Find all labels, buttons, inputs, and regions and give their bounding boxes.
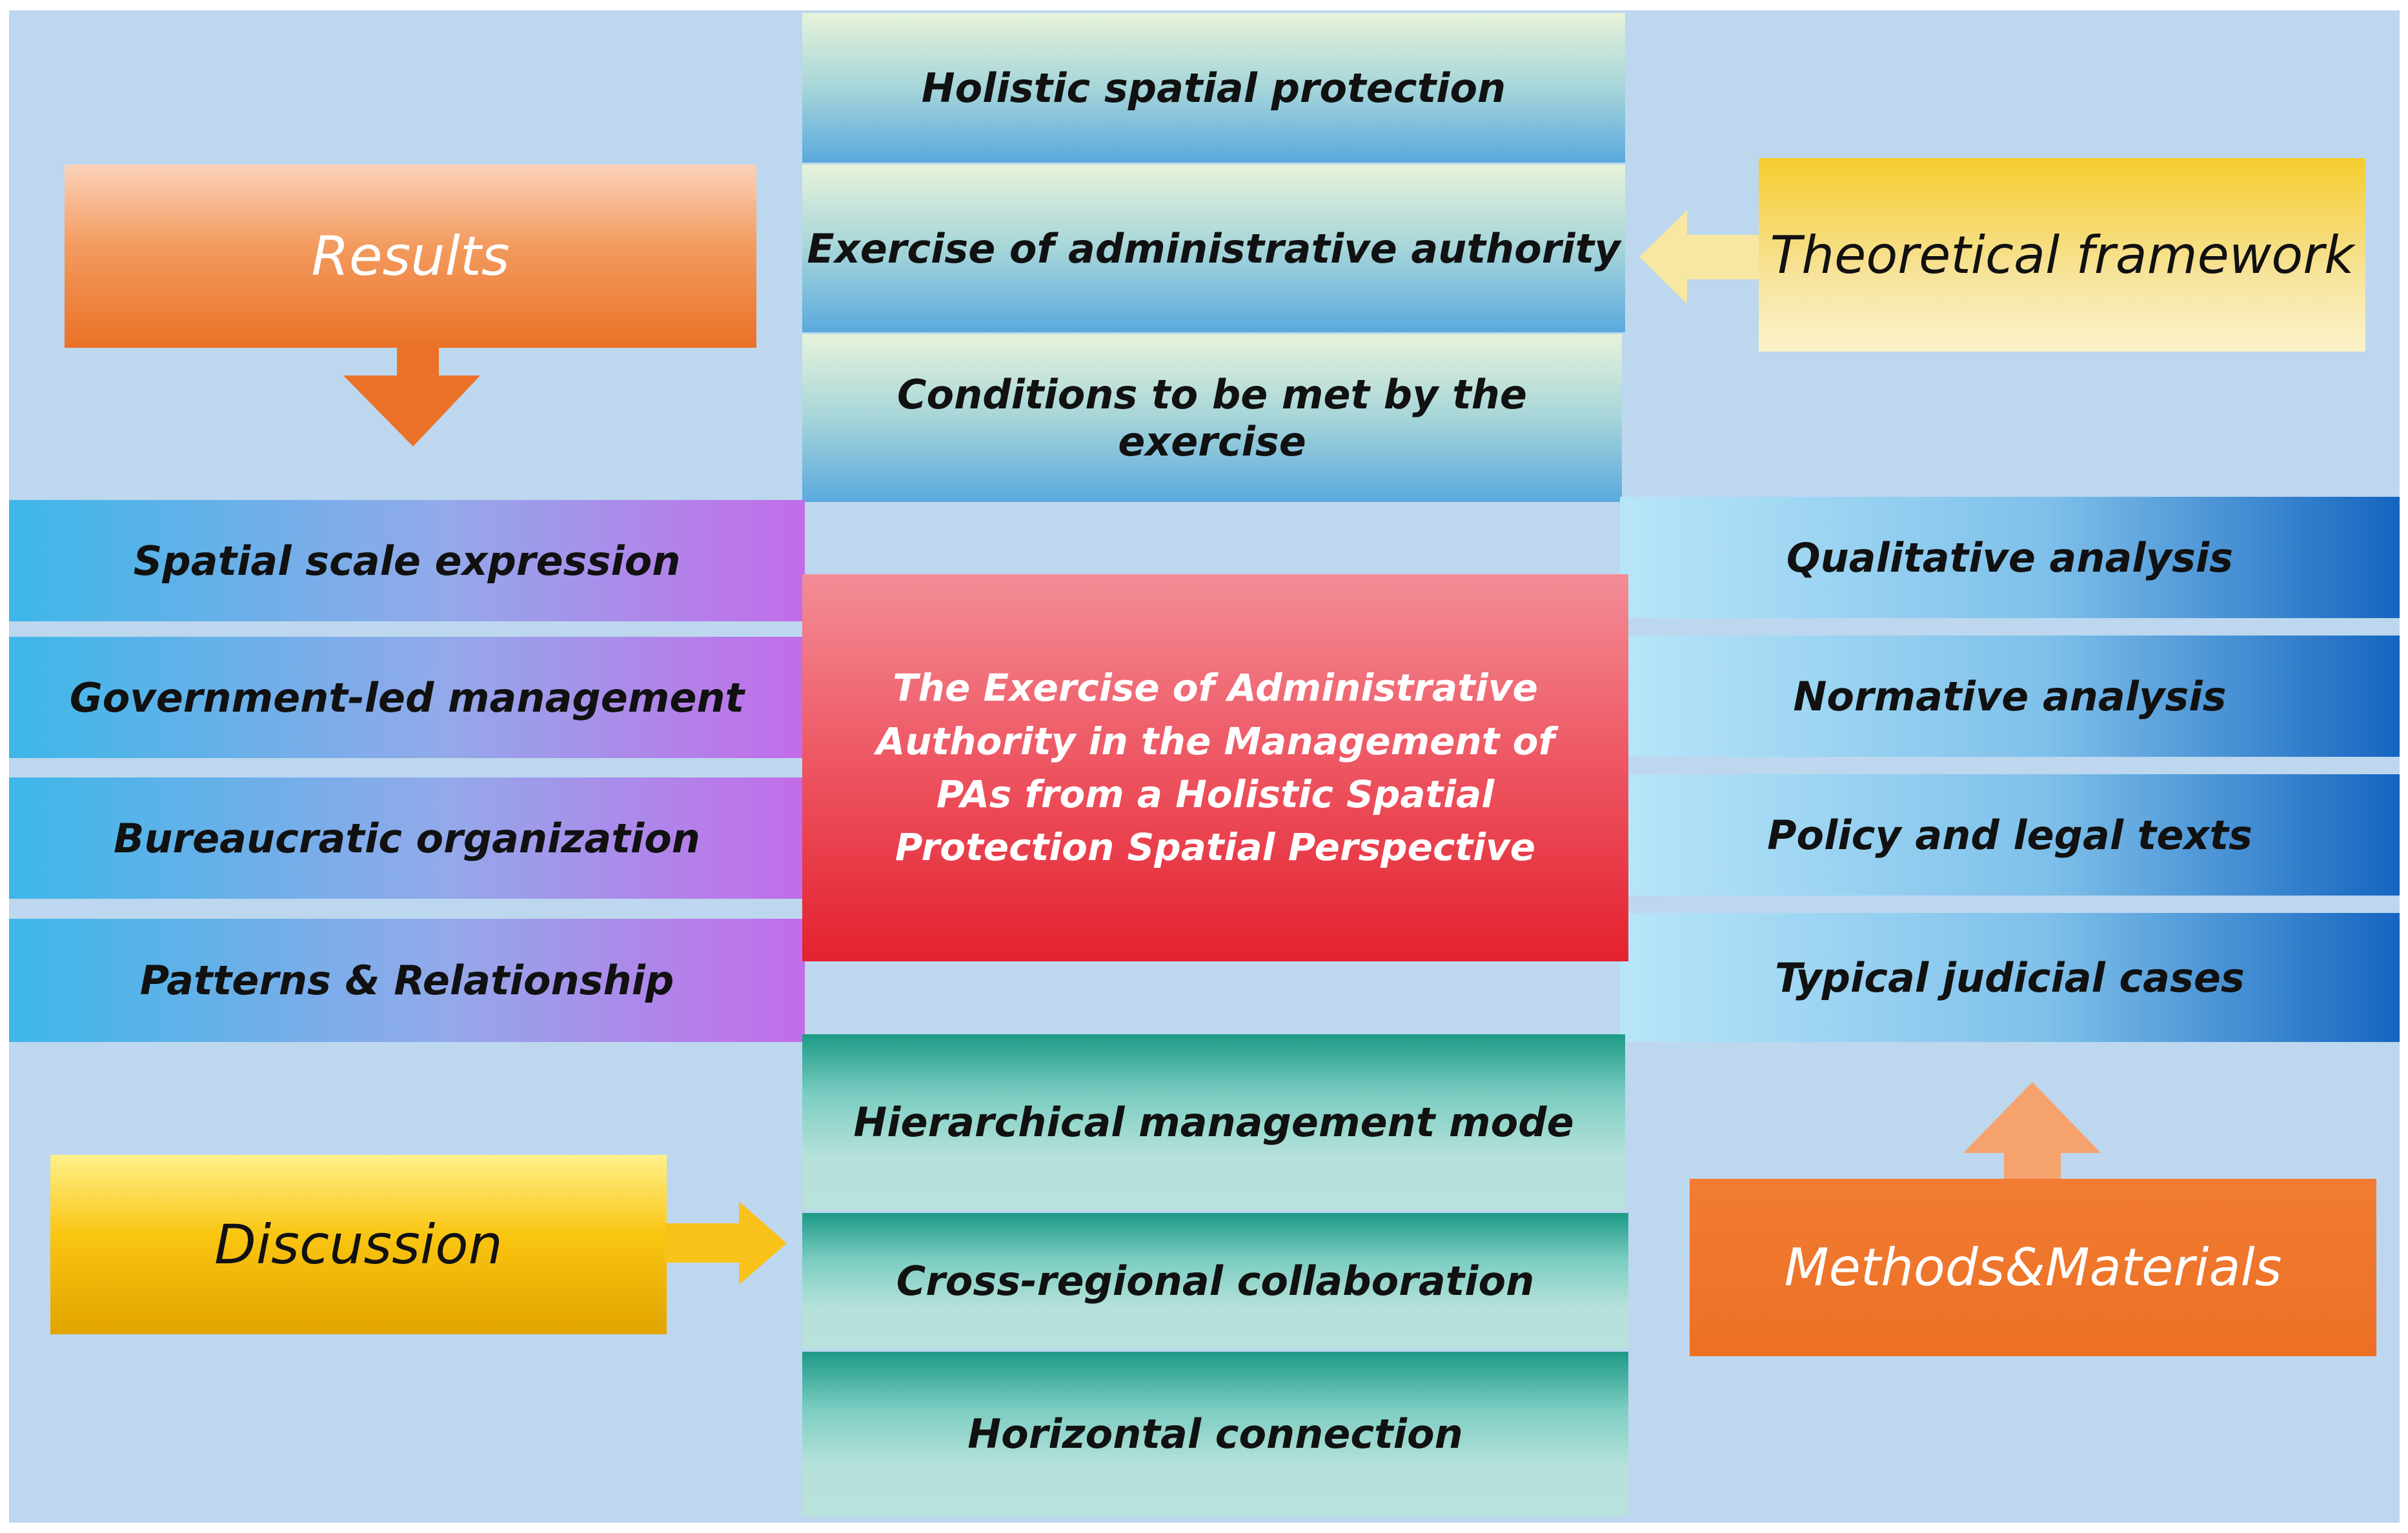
left-item-spatial-scale: Spatial scale expression [9, 500, 805, 621]
discussion-right-arrow-icon [665, 1201, 787, 1285]
bottom-item-hierarchical: Hierarchical management mode [802, 1034, 1625, 1210]
top-item-conditions: Conditions to be met by the exercise [802, 334, 1622, 502]
theoretical-framework-box: Theoretical framework [1759, 158, 2365, 352]
right-item-judicial-cases: Typical judicial cases [1620, 913, 2400, 1042]
methods-materials-box: Methods&Materials [1690, 1179, 2376, 1356]
discussion-box: Discussion [50, 1155, 667, 1334]
methods-up-arrow-icon [1963, 1082, 2101, 1181]
left-item-bureaucratic: Bureaucratic organization [9, 777, 805, 899]
left-item-patterns: Patterns & Relationship [9, 919, 805, 1042]
right-item-qualitative: Qualitative analysis [1620, 497, 2400, 618]
results-down-arrow-icon [343, 347, 480, 446]
right-item-policy-legal: Policy and legal texts [1620, 774, 2400, 896]
bottom-item-cross-regional: Cross-regional collaboration [802, 1213, 1628, 1348]
right-item-normative: Normative analysis [1620, 636, 2400, 757]
top-item-exercise-of-authority: Exercise of administrative authority [802, 165, 1625, 332]
center-title-box: The Exercise of Administrative Authority… [802, 574, 1628, 961]
left-item-government-led: Government-led management [9, 637, 805, 758]
theory-left-arrow-icon [1639, 210, 1761, 304]
top-item-holistic-spatial-protection: Holistic spatial protection [802, 13, 1625, 163]
results-box: Results [65, 165, 756, 348]
bottom-item-horizontal: Horizontal connection [802, 1352, 1628, 1516]
